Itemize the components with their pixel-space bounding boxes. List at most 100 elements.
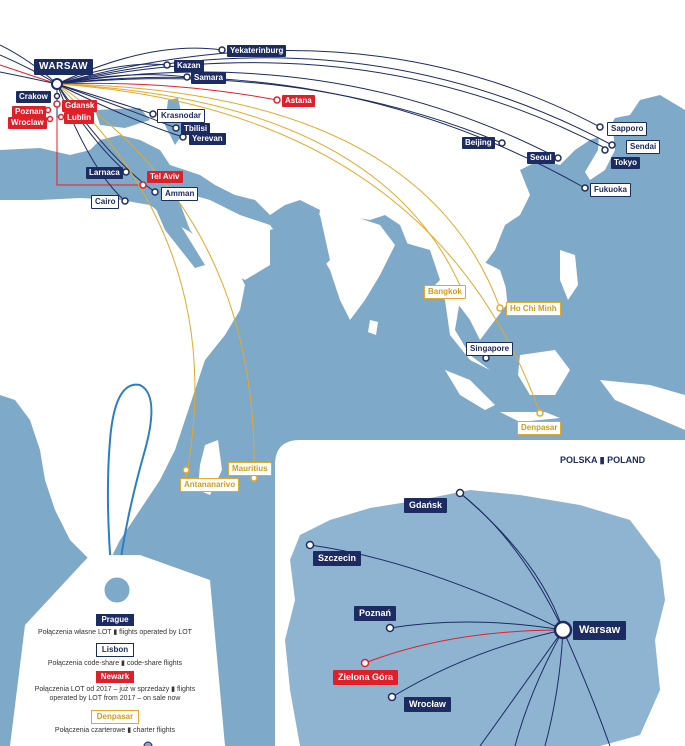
dot-antananarivo	[182, 466, 190, 474]
inset-route-gdansk-2	[459, 492, 564, 631]
route-tbilisi	[56, 83, 177, 129]
landmass-sumatra	[445, 370, 495, 410]
poland-inset	[275, 440, 685, 746]
label-singapore: Singapore	[466, 342, 514, 356]
landmass-africa	[0, 198, 245, 560]
arabian-sea	[270, 215, 330, 290]
route-denpasar	[56, 83, 541, 414]
label-larnaca: Larnaca	[86, 167, 123, 179]
inset-route-poznan	[389, 621, 564, 631]
dot-sapporo	[596, 123, 604, 131]
label-tbilisi: Tbilisi	[181, 123, 211, 135]
label-gdansk: Gdansk	[62, 100, 98, 112]
route-kazan	[56, 63, 168, 85]
landmass-srilanka	[368, 320, 378, 335]
label-yekaterinburg: Yekaterinburg	[227, 45, 287, 57]
dot-yekaterinburg	[218, 46, 226, 54]
dot-kazan	[163, 61, 171, 69]
inset-dot-szczecin	[305, 540, 315, 550]
dot-wroclaw-main	[46, 115, 54, 123]
destination-dots	[44, 46, 616, 482]
dot-fukuoka	[581, 184, 589, 192]
label-kazan: Kazan	[174, 60, 204, 72]
route-sapporo	[56, 50, 601, 128]
persian-gulf	[225, 195, 255, 220]
dot-amman	[151, 188, 159, 196]
route-sendai	[56, 57, 613, 146]
route-telaviv	[56, 84, 143, 186]
inset-route-wroclaw	[391, 629, 564, 698]
route-mauritius	[56, 83, 255, 479]
label-bangkok: Bangkok	[424, 285, 466, 299]
dot-tbilisi	[172, 124, 180, 132]
dot-lublin-main	[57, 113, 65, 121]
landmass-java	[500, 412, 560, 422]
landmass-indochina	[430, 250, 510, 340]
label-wroclaw: Wroclaw	[8, 117, 47, 129]
label-antananarivo: Antananarivo	[180, 478, 240, 492]
inset-label-poznan: Poznań	[354, 606, 397, 621]
inset-route-szczecin	[309, 544, 564, 631]
dot-tokyo	[601, 146, 609, 154]
inset-label-wroclaw: Wrocław	[404, 697, 451, 712]
dot-samara	[183, 73, 191, 81]
route-tokyo	[56, 62, 606, 149]
label-hochiminh: Ho Chi Minh	[506, 302, 561, 316]
landmass-newguinea	[600, 380, 685, 430]
label-beijing: Beijing	[462, 137, 495, 149]
inset-label-warsaw: Warsaw	[573, 621, 627, 640]
label-sapporo: Sapporo	[607, 122, 648, 136]
label-poznan: Poznan	[12, 106, 47, 118]
dot-hochiminh	[496, 304, 504, 312]
landmass-india	[315, 210, 395, 320]
inset-route-south-4	[562, 629, 611, 746]
route-krasnodar	[56, 83, 154, 115]
tag-hole	[101, 574, 133, 606]
route-astana	[56, 82, 278, 101]
red-sea	[150, 195, 205, 268]
tag-bottom-hole	[143, 741, 153, 746]
dot-krasnodar	[149, 110, 157, 118]
label-krasnodar: Krasnodar	[157, 109, 206, 123]
label-cairo: Cairo	[91, 195, 120, 209]
dot-seoul	[554, 154, 562, 162]
inset-dot-wroclaw	[387, 692, 397, 702]
dot-astana	[273, 96, 281, 104]
dot-telaviv	[139, 181, 147, 189]
inset-dot-gdansk	[455, 488, 465, 498]
label-amman: Amman	[161, 187, 199, 201]
landmass-borneo	[518, 350, 570, 395]
label-krakow: Crakow	[16, 91, 51, 103]
dot-sendai	[608, 141, 616, 149]
route-antananarivo	[56, 83, 196, 479]
inset-label-zielonagora: Zielona Góra	[333, 670, 399, 685]
dot-krakow-main	[53, 92, 61, 100]
dot-beijing	[498, 139, 506, 147]
label-fukuoka: Fukuoka	[590, 183, 631, 197]
label-denpasar: Denpasar	[517, 421, 562, 435]
label-samara: Samara	[191, 72, 226, 84]
inset-route-south-2	[514, 629, 564, 746]
label-tokyo: Tokyo	[611, 157, 640, 169]
landmass-philippines	[560, 250, 578, 300]
hub-warsaw-label: WARSAW	[34, 59, 94, 75]
label-lublin: Lublin	[64, 112, 94, 124]
dot-cairo	[121, 197, 129, 205]
inset-dot-zielonagora	[360, 658, 370, 668]
route-hochiminh	[56, 83, 501, 309]
dot-larnaca	[122, 168, 130, 176]
label-yerevan: Yerevan	[189, 133, 226, 145]
inset-title: POLSKA ▮ POLAND	[560, 455, 646, 465]
tag-string	[106, 383, 153, 581]
inset-poland-shape	[285, 490, 665, 746]
inset-hub-warsaw	[553, 620, 573, 640]
route-left-offmap-1	[0, 44, 58, 85]
landmass-arabia	[175, 190, 285, 280]
route-larnaca	[56, 83, 127, 173]
route-beijing	[56, 78, 503, 144]
dot-denpasar	[536, 409, 544, 417]
dot-poznan-main	[44, 106, 52, 114]
route-seoul	[56, 71, 559, 159]
